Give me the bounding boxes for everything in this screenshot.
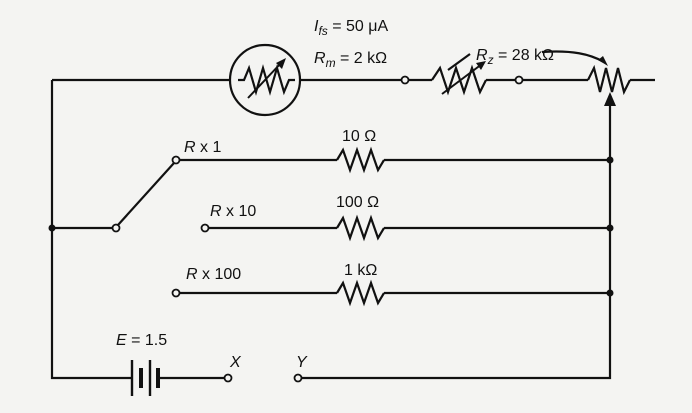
switch-pole	[111, 223, 121, 233]
meter-terminal	[400, 75, 410, 85]
shunt-resistor-100ohm	[336, 214, 385, 242]
potentiometer-wiper	[604, 92, 616, 106]
range-label-rx100: R x 100	[186, 266, 241, 283]
resistor-value-10ohm: 10 Ω	[342, 128, 376, 145]
meter-rm-label: Rm = 2 kΩ	[314, 50, 387, 70]
right-bus-wire	[302, 106, 612, 380]
switch-contact-rx1[interactable]	[171, 155, 181, 165]
terminal-x-label: X	[229, 354, 242, 371]
series-resistor-label: Rz = 28 kΩ	[476, 47, 554, 67]
shunt-resistor-1kohm	[336, 279, 385, 307]
resistor-value-100ohm: 100 Ω	[336, 194, 379, 211]
range-label-rx1: R x 1	[184, 139, 221, 156]
shunt-resistor-10ohm	[336, 146, 385, 174]
terminal-x[interactable]	[223, 373, 233, 383]
switch-contact-rx100[interactable]	[171, 288, 181, 298]
switch-contact-rx10[interactable]	[200, 223, 210, 233]
meter-movement	[228, 43, 302, 117]
range-label-rx10: R x 10	[210, 203, 256, 220]
battery-cell	[130, 360, 160, 396]
battery-label: E = 1.5	[116, 332, 167, 349]
resistor-value-1kohm: 1 kΩ	[344, 262, 377, 279]
terminal-y-label: Y	[296, 354, 308, 371]
rz-adjust-arrow	[441, 63, 483, 95]
zero-adjust-potentiometer	[587, 64, 631, 96]
switch-blade[interactable]	[117, 162, 175, 226]
meter-ifs-label: Ifs = 50 μA	[314, 18, 388, 38]
left-bus-wire	[50, 80, 132, 380]
terminal-y[interactable]	[293, 373, 303, 383]
rz-terminal	[514, 75, 524, 85]
